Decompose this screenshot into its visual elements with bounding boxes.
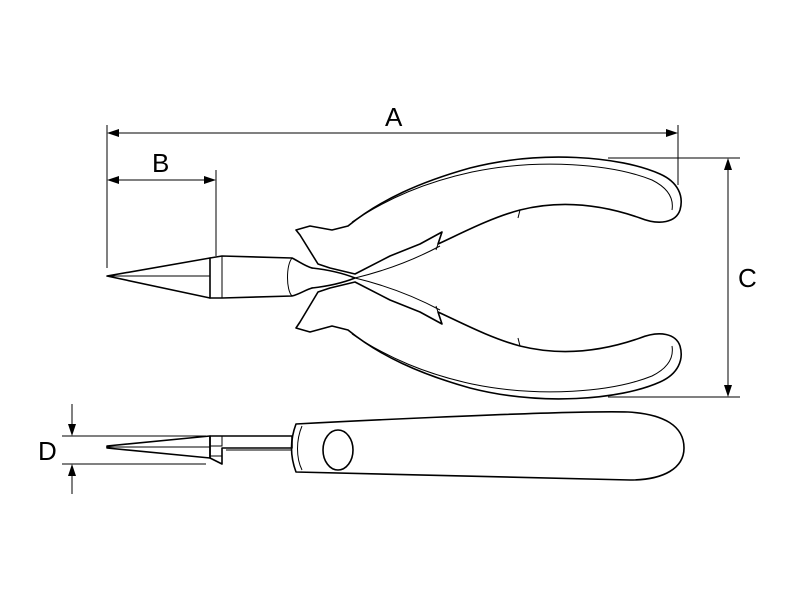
- lower-handle: [295, 281, 682, 400]
- dimension-d: D: [38, 404, 206, 494]
- dimension-b: B: [107, 148, 217, 256]
- dimension-label-a: A: [385, 102, 403, 132]
- upper-handle: [295, 156, 682, 275]
- side-handle: [290, 411, 685, 481]
- jaw-tip: [106, 257, 211, 299]
- return-spring: [354, 245, 441, 311]
- dimension-c: C: [608, 157, 757, 398]
- dimension-a: A: [106, 102, 679, 268]
- dimension-label-d: D: [38, 436, 57, 466]
- jaw-body: [209, 255, 313, 299]
- pliers-top-view: [106, 156, 682, 400]
- handle-oval-hole: [322, 429, 354, 471]
- dimension-label-c: C: [738, 263, 757, 293]
- pliers-side-view: [106, 411, 685, 481]
- pivot-joint: [311, 267, 356, 289]
- dimension-label-b: B: [152, 148, 169, 178]
